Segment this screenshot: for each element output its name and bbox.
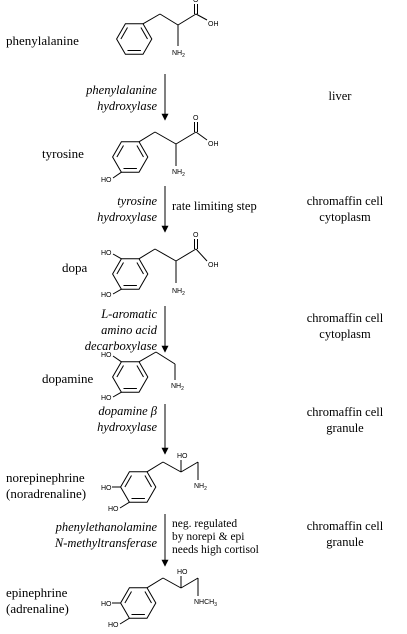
note-regulation-line-1: neg. regulated bbox=[172, 518, 237, 530]
dopa-structure: O OH NH2 HO HO bbox=[101, 232, 219, 299]
compound-dopa-label: dopa bbox=[62, 260, 88, 275]
amine-label: NH2 bbox=[171, 383, 184, 392]
methylamine-label: NHCH3 bbox=[194, 599, 217, 608]
enzyme-4-line-1: dopamine β bbox=[98, 404, 157, 418]
hydroxyl-label-chain: HO bbox=[177, 453, 188, 460]
compound-noradrenaline-label: (noradrenaline) bbox=[6, 486, 86, 501]
compound-epinephrine-label: epinephrine bbox=[6, 585, 68, 600]
amine-label: NH2 bbox=[194, 483, 207, 492]
hydroxyl-label-2: HO bbox=[101, 292, 112, 299]
hydroxyl-label-2: HO bbox=[101, 395, 112, 402]
location-4-line-2: granule bbox=[326, 421, 364, 435]
enzyme-1-line-2: hydroxylase bbox=[97, 99, 157, 113]
enzyme-2-line-2: hydroxylase bbox=[97, 210, 157, 224]
enzyme-3-line-2: amino acid bbox=[101, 323, 158, 337]
carboxyl-oh-label: OH bbox=[208, 21, 219, 28]
amine-label: NH2 bbox=[172, 288, 185, 297]
norepinephrine-structure: HO HO HO NH2 bbox=[101, 453, 207, 513]
enzyme-5-line-1: phenylethanolamine bbox=[55, 520, 158, 534]
note-rate-limiting-step: rate limiting step bbox=[172, 199, 257, 213]
location-5-line-1: chromaffin cell bbox=[307, 519, 384, 533]
location-3-line-2: cytoplasm bbox=[319, 327, 371, 341]
hydroxyl-label-1: HO bbox=[101, 485, 112, 492]
carboxyl-oh-label: OH bbox=[208, 262, 219, 269]
carboxyl-o-label: O bbox=[193, 0, 199, 4]
hydroxyl-label-1: HO bbox=[101, 601, 112, 608]
hydroxyl-label-chain: HO bbox=[177, 569, 188, 576]
enzyme-3-line-1: L-aromatic bbox=[100, 307, 157, 321]
tyrosine-structure: O OH NH2 HO bbox=[101, 115, 219, 184]
location-3-line-1: chromaffin cell bbox=[307, 311, 384, 325]
location-1-line-1: liver bbox=[329, 89, 353, 103]
epinephrine-structure: HO HO HO NHCH3 bbox=[101, 569, 217, 629]
dopamine-structure: HO HO NH2 bbox=[101, 351, 184, 402]
carboxyl-o-label: O bbox=[193, 232, 199, 239]
enzyme-3-line-3: decarboxylase bbox=[85, 339, 158, 353]
note-regulation-line-2: by norepi & epi bbox=[172, 531, 245, 543]
phenylalanine-structure: O OH NH2 bbox=[116, 0, 219, 59]
hydroxyl-label-1: HO bbox=[101, 250, 112, 257]
amine-label: NH2 bbox=[172, 50, 185, 59]
hydroxyl-label: HO bbox=[101, 177, 112, 184]
compound-norepinephrine-label: norepinephrine bbox=[6, 470, 85, 485]
location-4-line-1: chromaffin cell bbox=[307, 405, 384, 419]
compound-tyrosine-label: tyrosine bbox=[42, 146, 84, 161]
location-2-line-2: cytoplasm bbox=[319, 210, 371, 224]
location-2-line-1: chromaffin cell bbox=[307, 194, 384, 208]
amine-label: NH2 bbox=[172, 169, 185, 178]
enzyme-4-line-2: hydroxylase bbox=[97, 420, 157, 434]
location-5-line-2: granule bbox=[326, 535, 364, 549]
enzyme-5-line-2: N-methyltransferase bbox=[54, 536, 158, 550]
enzyme-1-line-1: phenylalanine bbox=[85, 83, 157, 97]
carboxyl-oh-label: OH bbox=[208, 141, 219, 148]
compound-adrenaline-label: (adrenaline) bbox=[6, 601, 69, 616]
compound-phenylalanine-label: phenylalanine bbox=[6, 33, 79, 48]
carboxyl-o-label: O bbox=[193, 115, 199, 122]
compound-dopamine-label: dopamine bbox=[42, 371, 93, 386]
enzyme-2-line-1: tyrosine bbox=[117, 194, 157, 208]
hydroxyl-label-2: HO bbox=[108, 506, 119, 513]
hydroxyl-label-2: HO bbox=[108, 622, 119, 629]
hydroxyl-label-1: HO bbox=[101, 352, 112, 359]
note-regulation-line-3: needs high cortisol bbox=[172, 544, 259, 556]
